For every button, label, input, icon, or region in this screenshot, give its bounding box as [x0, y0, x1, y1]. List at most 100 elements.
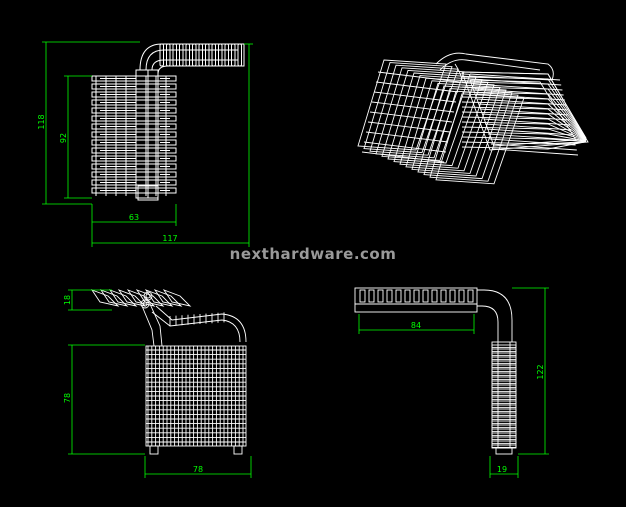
right-top-fin — [359, 289, 366, 303]
iso-left-fin — [357, 59, 447, 151]
right-top-fin — [413, 289, 420, 303]
iso-left-fin — [417, 85, 507, 177]
iso-heatpipe — [435, 52, 554, 81]
iso-left-fin — [435, 93, 525, 185]
right-fin — [491, 380, 517, 384]
iso-left-fin — [411, 82, 501, 174]
side-pipe-end-right — [140, 299, 150, 309]
right-fin — [491, 344, 517, 348]
front-top-fin — [192, 43, 197, 67]
front-height-total-label: 118 — [37, 114, 46, 129]
right-fin — [491, 372, 517, 376]
right-width-bottom-label: 19 — [497, 465, 507, 474]
iso-right-fin — [461, 126, 587, 142]
iso-left-fin — [381, 69, 471, 161]
right-dimensions — [358, 287, 549, 478]
front-top-pipe — [139, 43, 245, 75]
front-top-fins — [159, 43, 242, 67]
right-heatpipe — [477, 289, 513, 342]
front-top-fin — [237, 43, 242, 67]
right-top-fins — [359, 289, 474, 303]
iso-left-fin — [375, 67, 465, 159]
front-fin-stack — [91, 75, 177, 196]
iso-right-fin — [461, 116, 587, 141]
iso-right-fin-stack — [461, 71, 589, 156]
iso-left-fin — [399, 77, 489, 169]
right-top-fin — [377, 289, 384, 303]
right-fin — [491, 396, 517, 400]
front-fin — [91, 91, 177, 98]
front-dimensions — [42, 41, 253, 247]
iso-left-fin — [423, 88, 513, 180]
right-fin-stack — [491, 342, 517, 448]
front-top-fin — [205, 43, 210, 67]
front-fin — [91, 171, 177, 178]
right-fin — [491, 376, 517, 380]
right-fin — [491, 444, 517, 448]
front-top-fin — [198, 43, 203, 67]
right-fin — [491, 392, 517, 396]
side-top-fin — [126, 289, 156, 307]
right-top-fin — [386, 289, 393, 303]
front-view-drawing — [91, 43, 245, 201]
side-top-fin — [162, 289, 192, 307]
front-fin — [91, 99, 177, 106]
front-top-fin — [224, 43, 229, 67]
right-fin — [491, 432, 517, 436]
front-top-fin — [166, 43, 171, 67]
watermark-text: nexthardware.com — [230, 245, 397, 263]
front-top-fin — [172, 43, 177, 67]
right-fin — [491, 364, 517, 368]
right-fin — [491, 440, 517, 444]
right-fin — [491, 384, 517, 388]
right-top-fin — [368, 289, 375, 303]
right-fin — [491, 404, 517, 408]
front-top-fin — [179, 43, 184, 67]
right-top-fin — [440, 289, 447, 303]
side-top-fin — [108, 289, 138, 307]
side-width-fins-label: 78 — [193, 465, 203, 474]
side-top-fin — [153, 289, 183, 307]
side-top-fin — [90, 289, 120, 307]
side-heatpipe — [141, 305, 155, 347]
right-fin — [491, 360, 517, 364]
right-top-fin — [467, 289, 474, 303]
right-fin — [491, 428, 517, 432]
iso-left-fin-stack — [357, 59, 525, 185]
front-fin — [91, 75, 177, 82]
iso-left-fin — [363, 62, 453, 154]
front-top-fin — [211, 43, 216, 67]
front-top-fin — [159, 43, 164, 67]
front-fin — [91, 187, 177, 194]
right-fin — [491, 424, 517, 428]
right-top-fin — [431, 289, 438, 303]
front-fin — [91, 123, 177, 130]
front-top-fin — [231, 43, 236, 67]
side-view-drawing — [90, 289, 247, 455]
right-top-fin — [458, 289, 465, 303]
right-width-top-label: 84 — [411, 321, 421, 330]
front-fin — [91, 155, 177, 162]
front-fin — [91, 131, 177, 138]
side-dimensions — [68, 289, 252, 478]
front-fin — [91, 107, 177, 114]
side-height-top-label: 18 — [63, 295, 72, 305]
right-top-fin — [422, 289, 429, 303]
right-fin — [491, 412, 517, 416]
iso-left-fin — [369, 64, 459, 156]
right-fin — [491, 416, 517, 420]
right-fin — [491, 368, 517, 372]
right-fin — [491, 436, 517, 440]
side-top-fin — [99, 289, 129, 307]
side-pipe-end-left — [143, 291, 153, 301]
side-fin-stack — [146, 346, 246, 446]
front-width-total-label: 117 — [162, 234, 177, 243]
front-top-fin — [185, 43, 190, 67]
side-height-fins-label: 78 — [63, 393, 72, 403]
right-top-fin — [395, 289, 402, 303]
right-fin — [491, 400, 517, 404]
right-fin — [491, 420, 517, 424]
right-fin — [491, 348, 517, 352]
right-view-drawing — [354, 287, 517, 455]
right-fin — [491, 408, 517, 412]
